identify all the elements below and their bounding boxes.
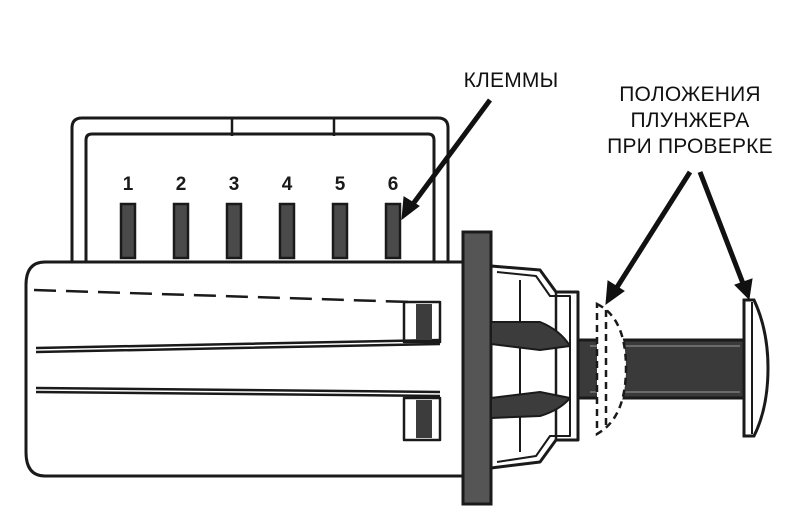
- plunger-label-line-1: ПОЛОЖЕНИЯ: [619, 83, 761, 106]
- plunger-positions-label: ПОЛОЖЕНИЯ ПЛУНЖЕРА ПРИ ПРОВЕРКЕ: [588, 82, 792, 160]
- plunger-arrowhead-right: [734, 278, 753, 301]
- connector-shroud: [70, 116, 450, 262]
- terminal-blade: [119, 202, 137, 260]
- terminal-number: 6: [388, 174, 399, 195]
- terminal-number: 2: [176, 174, 187, 195]
- plunger-arrow-left: [611, 170, 693, 294]
- terminal-number: 5: [335, 174, 346, 195]
- terminal-pin-2: 2: [172, 174, 190, 260]
- terminal-number: 1: [123, 174, 134, 195]
- terminal-number: 3: [229, 174, 240, 195]
- terminal-blade: [331, 202, 349, 260]
- terminals-arrow: [407, 98, 493, 210]
- terminal-pin-4: 4: [278, 174, 296, 260]
- plunger-label-line-2: ПЛУНЖЕРА: [630, 109, 750, 132]
- terminal-number: 4: [282, 174, 293, 195]
- pointer-arrows: [401, 98, 753, 306]
- terminal-pin-1: 1: [119, 174, 137, 260]
- switch-nose: [490, 264, 580, 470]
- plunger-arrowhead-left: [605, 280, 625, 306]
- plunger-label-line-3: ПРИ ПРОВЕРКЕ: [607, 135, 773, 158]
- terminal-pin-5: 5: [331, 174, 349, 260]
- terminal-blade: [384, 202, 402, 260]
- mounting-flange: [461, 230, 493, 506]
- plunger-arrow-right: [697, 171, 747, 287]
- plunger-position-pressed: [595, 302, 628, 437]
- plunger-position-extended: [742, 298, 770, 438]
- contact-fills: [416, 304, 432, 438]
- terminal-pin-3: 3: [225, 174, 243, 260]
- terminal-pins: 1 2 3 4 5 6: [119, 174, 402, 260]
- switch-body: [24, 260, 463, 478]
- internal-contacts: [402, 300, 442, 442]
- terminals-arrowhead: [401, 196, 420, 221]
- terminals-label: КЛЕММЫ: [463, 69, 559, 92]
- terminal-blade: [172, 202, 190, 260]
- terminal-blade: [225, 202, 243, 260]
- terminal-pin-6: 6: [384, 174, 402, 260]
- terminal-blade: [278, 202, 296, 260]
